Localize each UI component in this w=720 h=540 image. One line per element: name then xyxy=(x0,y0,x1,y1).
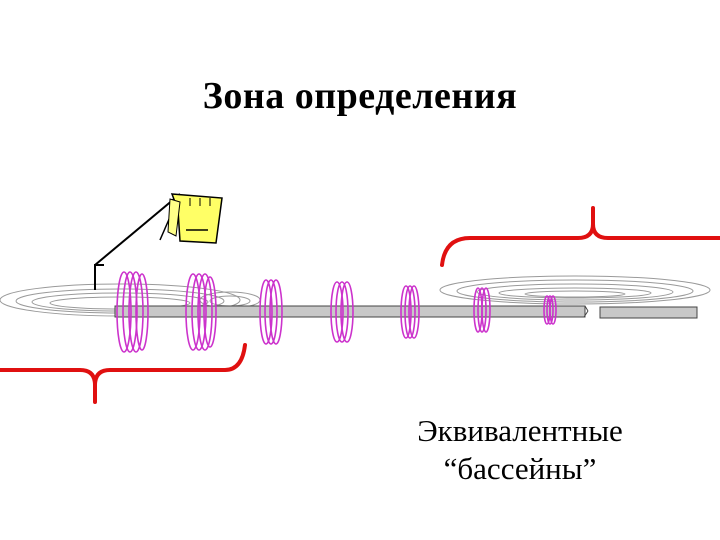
curly-brace-icon xyxy=(440,206,720,267)
coil-icon xyxy=(473,287,491,333)
coil-icon xyxy=(185,273,217,351)
caption-line-1: Эквивалентные xyxy=(417,413,623,448)
slide-title: Зона определения xyxy=(202,75,518,117)
equivalent-pools-caption: Эквивалентные “бассейны” xyxy=(385,412,655,488)
coil-icon xyxy=(400,285,420,339)
coil-icon xyxy=(116,271,149,353)
coil-icon xyxy=(259,279,283,345)
cylinder-rod xyxy=(114,305,698,319)
curly-brace-icon xyxy=(0,343,247,404)
coil-icon xyxy=(543,295,557,325)
right-ripple-pool xyxy=(439,275,711,305)
caption-line-2: “бассейны” xyxy=(443,451,597,486)
coil-icon xyxy=(330,281,354,343)
coil-group xyxy=(116,271,557,353)
pipette-icon xyxy=(94,193,223,290)
